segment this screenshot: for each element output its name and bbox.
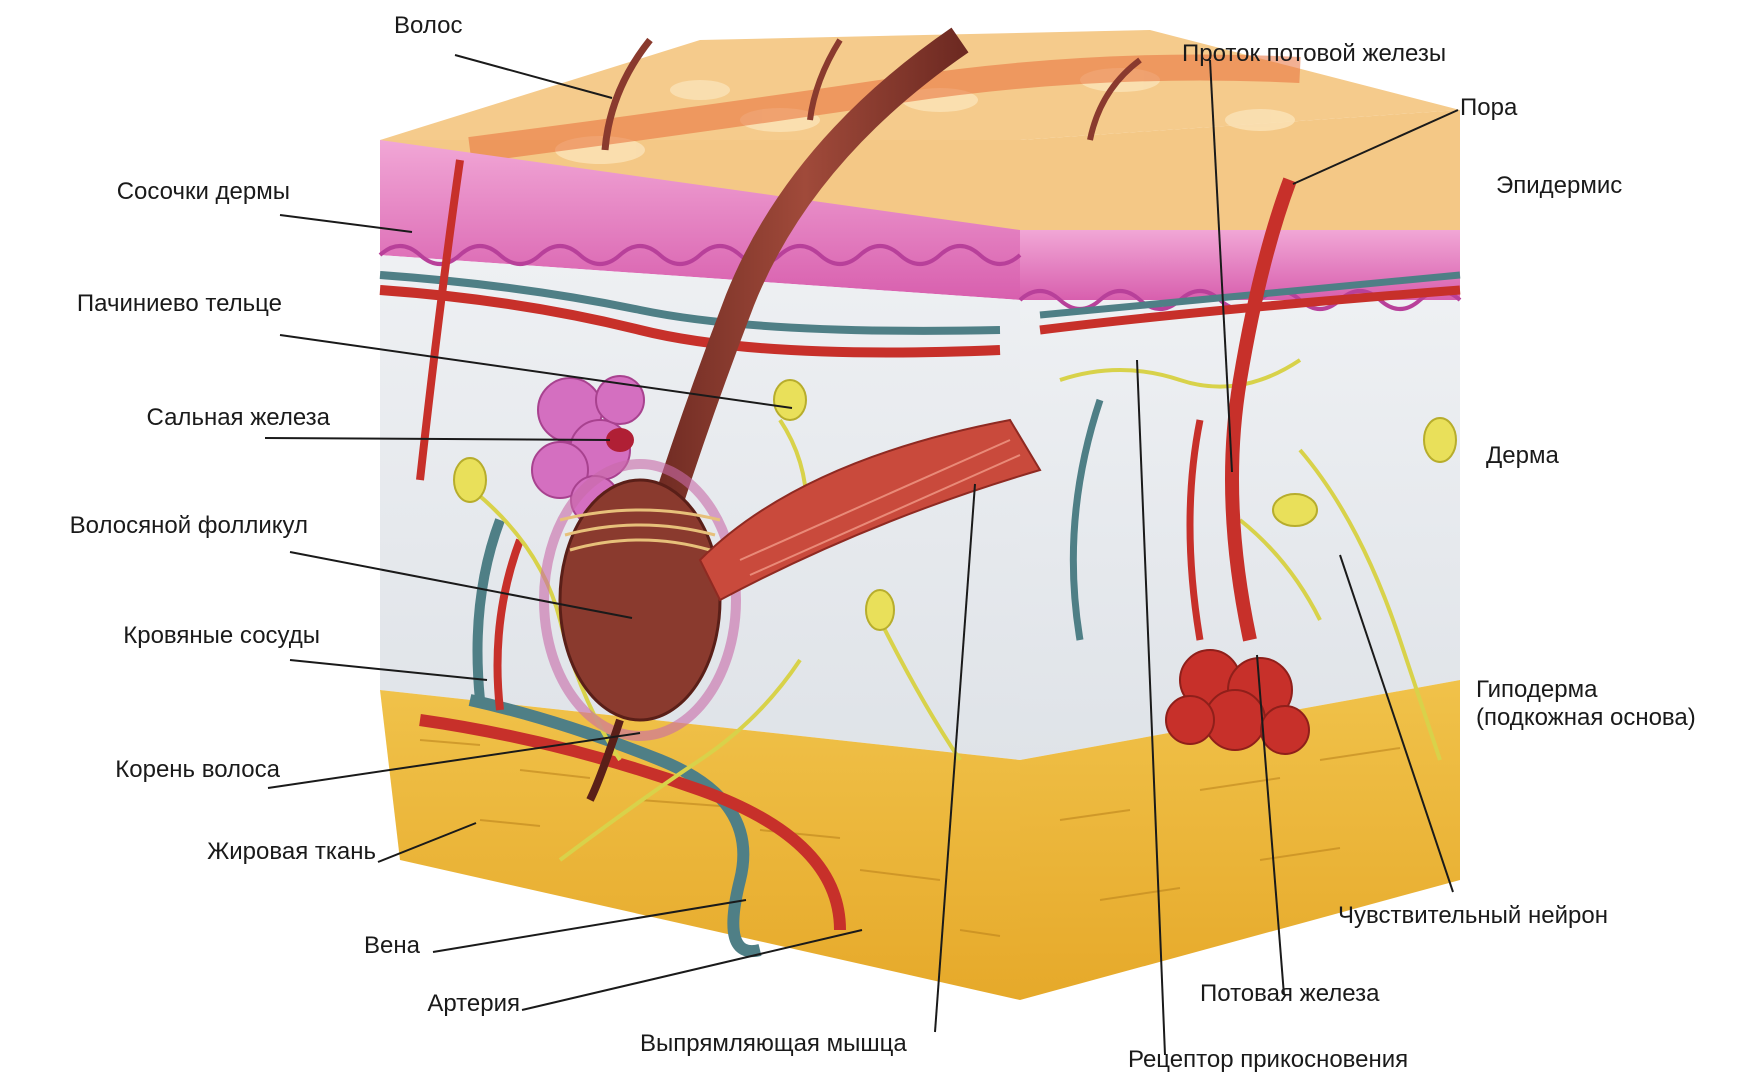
epidermis-right bbox=[1020, 230, 1460, 300]
label-hair-follicle: Волосяной фолликул bbox=[70, 512, 308, 540]
label-dermal-papillae: Сосочки дермы bbox=[117, 178, 290, 206]
label-arrector-pili-muscle: Выпрямляющая мышца bbox=[640, 1030, 907, 1058]
label-artery: Артерия bbox=[427, 990, 520, 1018]
label-hypodermis-sub: (подкожная основа) bbox=[1476, 704, 1696, 732]
label-epidermis: Эпидермис bbox=[1496, 172, 1622, 200]
label-sebaceous-gland: Сальная железа bbox=[146, 404, 330, 432]
label-dermis: Дерма bbox=[1486, 442, 1559, 470]
sebaceous-duct bbox=[606, 428, 634, 452]
label-vein: Вена bbox=[364, 932, 420, 960]
label-sweat-gland: Потовая железа bbox=[1200, 980, 1379, 1008]
label-hypodermis: Гиподерма bbox=[1476, 676, 1597, 704]
label-touch-receptor: Рецептор прикосновения bbox=[1128, 1046, 1408, 1074]
label-fat-tissue: Жировая ткань bbox=[207, 838, 376, 866]
label-blood-vessels: Кровяные сосуды bbox=[123, 622, 320, 650]
label-sweat-duct: Проток потовой железы bbox=[1182, 40, 1446, 68]
label-hair: Волос bbox=[394, 12, 462, 40]
label-pacinian-corpuscle: Пачиниево тельце bbox=[77, 290, 282, 318]
label-hair-root: Корень волоса bbox=[115, 756, 280, 784]
label-sensory-neuron: Чувствительный нейрон bbox=[1338, 902, 1608, 930]
label-pore: Пора bbox=[1460, 94, 1517, 122]
